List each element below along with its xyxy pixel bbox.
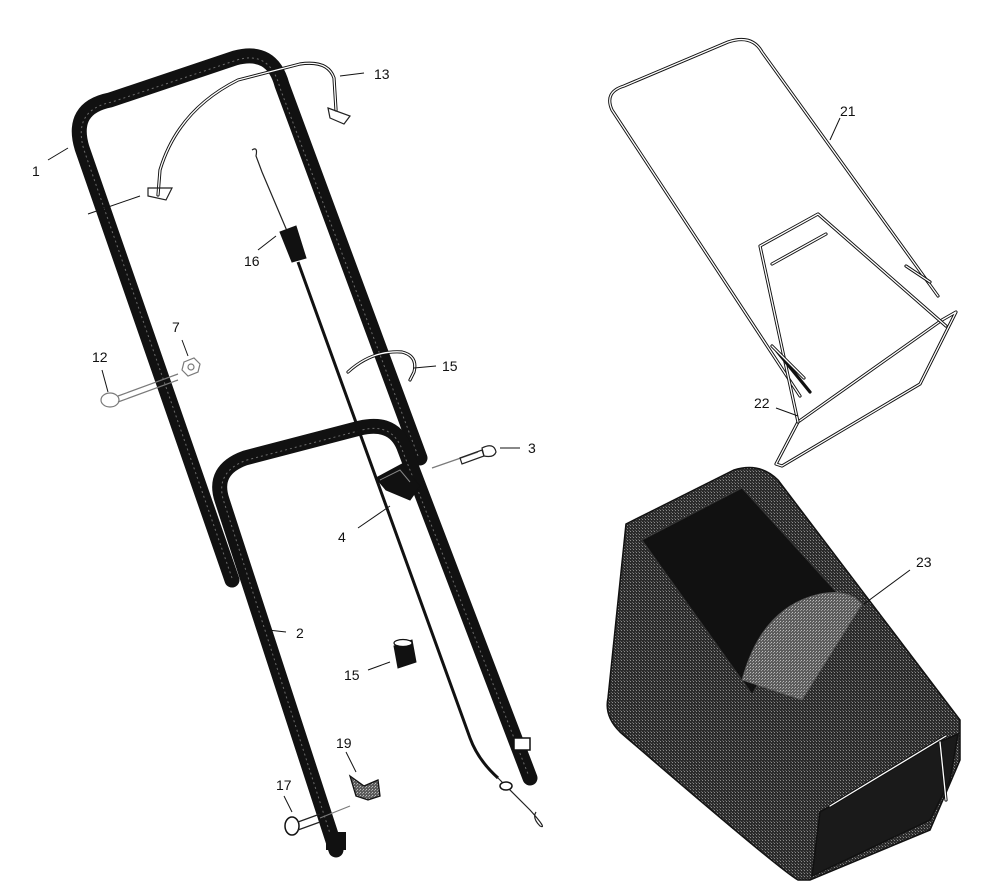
cable-ferrule xyxy=(499,781,513,791)
handle-hole xyxy=(513,737,531,751)
callout-22: 22 xyxy=(754,395,770,411)
handle-knob xyxy=(375,463,421,501)
callout-15-sleeve: 15 xyxy=(344,667,360,683)
callout-2: 2 xyxy=(296,625,304,641)
callout-1: 1 xyxy=(32,163,40,179)
callout-7: 7 xyxy=(172,319,180,335)
callout-12: 12 xyxy=(92,349,108,365)
callout-23: 23 xyxy=(916,554,932,570)
callout-13: 13 xyxy=(374,66,390,82)
callout-17: 17 xyxy=(276,777,292,793)
cable-grommet xyxy=(279,225,307,263)
callout-16: 16 xyxy=(244,253,260,269)
wing-nut xyxy=(348,774,381,801)
cable-clip xyxy=(346,350,417,382)
callout-3: 3 xyxy=(528,440,536,456)
callout-19: 19 xyxy=(336,735,352,751)
eyebolt xyxy=(100,373,179,408)
upper-handle xyxy=(71,48,428,588)
bag-frame-upper xyxy=(608,38,940,398)
control-bail xyxy=(147,61,351,201)
cable-sleeve xyxy=(393,638,417,669)
hex-nut xyxy=(181,357,201,377)
grass-bag xyxy=(606,466,961,881)
lower-handle xyxy=(212,418,538,858)
callout-15-clip: 15 xyxy=(442,358,458,374)
bag-frame-lower xyxy=(758,212,958,468)
control-cable xyxy=(251,148,543,828)
lower-handle-end xyxy=(326,832,346,850)
callout-4: 4 xyxy=(338,529,346,545)
callout-21: 21 xyxy=(840,103,856,119)
leader-lines xyxy=(47,72,911,813)
bottom-bolt xyxy=(284,805,351,836)
callout-labels: 1 2 3 4 7 12 13 15 15 16 17 19 21 22 23 xyxy=(32,66,932,793)
carriage-bolt xyxy=(431,445,497,469)
